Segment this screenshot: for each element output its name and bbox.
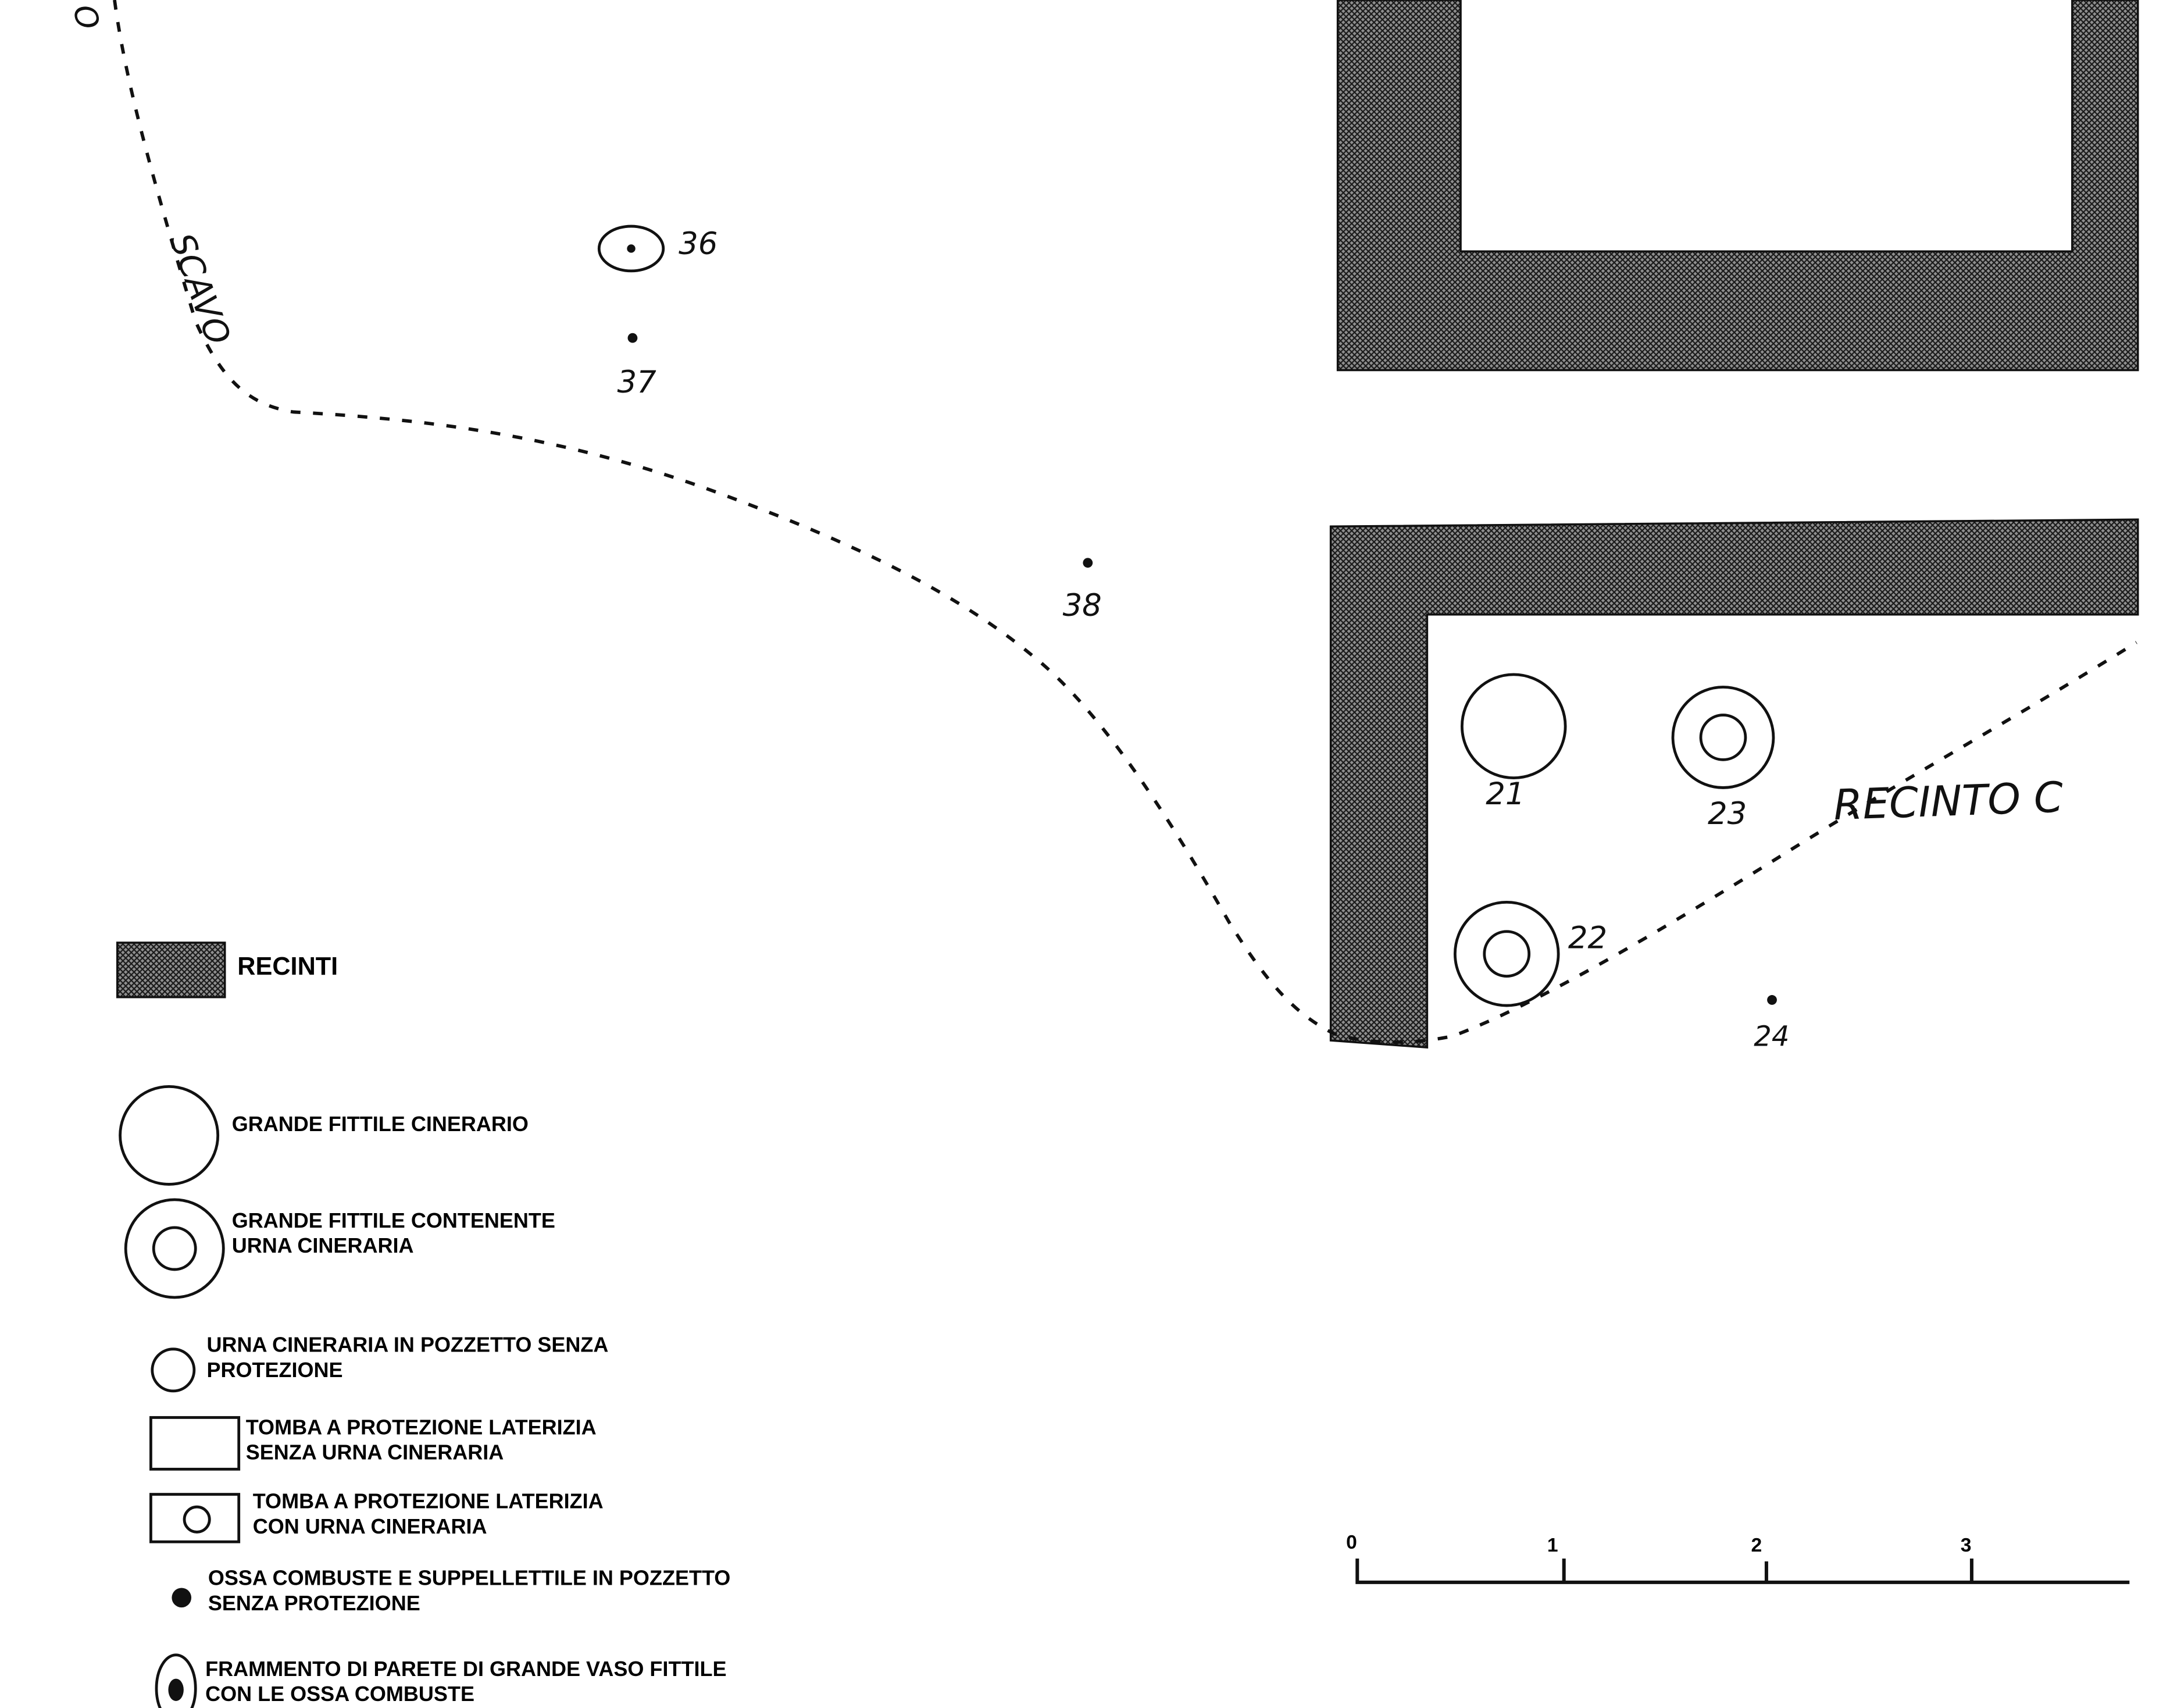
scale-tick-2: 2: [1751, 1535, 1762, 1556]
scavo-label: SCAVO: [162, 228, 238, 350]
legend-ossa-pozzetto: OSSA COMBUSTE E SUPPELLETTILE IN POZZETT…: [172, 1566, 730, 1615]
legend-tomba-laterizia-line1: TOMBA A PROTEZIONE LATERIZIA: [246, 1415, 597, 1439]
scale-tick-3: 3: [1961, 1535, 1972, 1556]
tomb-label-24: 24: [1754, 1021, 1789, 1053]
brick-tomb-icon: [149, 1416, 241, 1471]
legend-frammento-line1: FRAMMENTO DI PARETE DI GRANDE VASO FITTI…: [205, 1657, 726, 1681]
bones-dot: [1083, 558, 1093, 568]
recinto-c-label: RECINTO C: [1833, 773, 2064, 830]
excavation-limit-line: [113, 0, 2137, 1044]
bones-dot: [1767, 995, 1777, 1005]
legend-tomba-laterizia-urna-line1: TOMBA A PROTEZIONE LATERIZIA: [253, 1489, 604, 1513]
tomb-36: 36: [597, 224, 718, 273]
tomb-21: 21: [1460, 673, 1567, 812]
scale-tick-0: 0: [1346, 1532, 1357, 1553]
scale-bar: 0 1 2 3: [1346, 1532, 2130, 1584]
large-vessel-symbol: [1453, 900, 1560, 1007]
urn-symbol: [1483, 930, 1531, 978]
scale-bar-line: [1355, 1559, 2130, 1584]
fragment-icon: [155, 1653, 197, 1708]
legend-grande-fittile-label: GRANDE FITTILE CINERARIO: [232, 1112, 529, 1136]
legend-tomba-laterizia: TOMBA A PROTEZIONE LATERIZIA SENZA URNA …: [149, 1415, 597, 1471]
large-vessel-icon: [124, 1198, 225, 1299]
urn-icon: [151, 1347, 196, 1393]
legend-grande-fittile-urna: GRANDE FITTILE CONTENENTE URNA CINERARIA: [124, 1198, 555, 1299]
tomb-24: 24: [1754, 995, 1789, 1053]
tomb-label-36: 36: [679, 226, 718, 262]
brick-tomb-icon: [149, 1493, 241, 1543]
legend-urna-pozzetto-line2: PROTEZIONE: [206, 1358, 342, 1382]
bones-dot-icon: [172, 1588, 192, 1608]
large-vessel-symbol: [1460, 673, 1567, 780]
tomb-label-22: 22: [1568, 921, 1607, 956]
urn-symbol: [1699, 714, 1747, 761]
tomb-label-38: 38: [1063, 588, 1102, 623]
legend-grande-fittile: GRANDE FITTILE CINERARIO: [119, 1085, 529, 1186]
urn-icon: [152, 1226, 197, 1271]
scale-tick-1: 1: [1547, 1535, 1558, 1556]
tomb-22: 22: [1453, 900, 1607, 1007]
enclosure-wall-recinto-c: [1329, 518, 2139, 1049]
legend-ossa-pozzetto-line1: OSSA COMBUSTE E SUPPELLETTILE IN POZZETT…: [208, 1566, 730, 1590]
legend-grande-fittile-urna-line1: GRANDE FITTILE CONTENENTE: [232, 1208, 555, 1232]
bones-dot-icon: [168, 1678, 184, 1701]
urn-icon: [183, 1505, 211, 1534]
large-vessel-symbol: [1671, 686, 1775, 789]
legend-grande-fittile-urna-line2: URNA CINERARIA: [232, 1233, 414, 1257]
legend-tomba-laterizia-urna: TOMBA A PROTEZIONE LATERIZIA CON URNA CI…: [149, 1489, 604, 1543]
tomb-37: 37: [618, 333, 657, 400]
tomb-label-37: 37: [618, 365, 657, 400]
legend-recinti-label: RECINTI: [237, 953, 338, 980]
tomb-label-23: 23: [1708, 796, 1747, 832]
bones-dot: [627, 244, 636, 253]
legend-frammento: FRAMMENTO DI PARETE DI GRANDE VASO FITTI…: [155, 1653, 726, 1708]
legend-ossa-pozzetto-line2: SENZA PROTEZIONE: [208, 1591, 420, 1615]
tomb-38: 38: [1063, 558, 1102, 623]
legend-recinti: RECINTI: [116, 942, 338, 999]
legend-tomba-laterizia-line2: SENZA URNA CINERARIA: [246, 1440, 504, 1464]
legend-urna-pozzetto-line1: URNA CINERARIA IN POZZETTO SENZA: [206, 1333, 608, 1357]
bones-dot: [627, 333, 638, 343]
fragment-symbol: [597, 224, 665, 273]
tomb-label-21: 21: [1486, 776, 1525, 812]
enclosure-wall-upper: [1336, 0, 2139, 372]
hatch-swatch: [116, 942, 226, 999]
legend-urna-pozzetto: URNA CINERARIA IN POZZETTO SENZA PROTEZI…: [151, 1333, 608, 1393]
large-vessel-icon: [119, 1085, 220, 1186]
legend-tomba-laterizia-urna-line2: CON URNA CINERARIA: [253, 1514, 487, 1538]
tomb-23: 23: [1671, 686, 1775, 832]
scavo-fragment-label: O: [66, 1, 106, 34]
legend-frammento-line2: CON LE OSSA COMBUSTE: [205, 1682, 474, 1706]
legend: RECINTI GRANDE FITTILE CINERARIO GRANDE …: [116, 942, 730, 1708]
